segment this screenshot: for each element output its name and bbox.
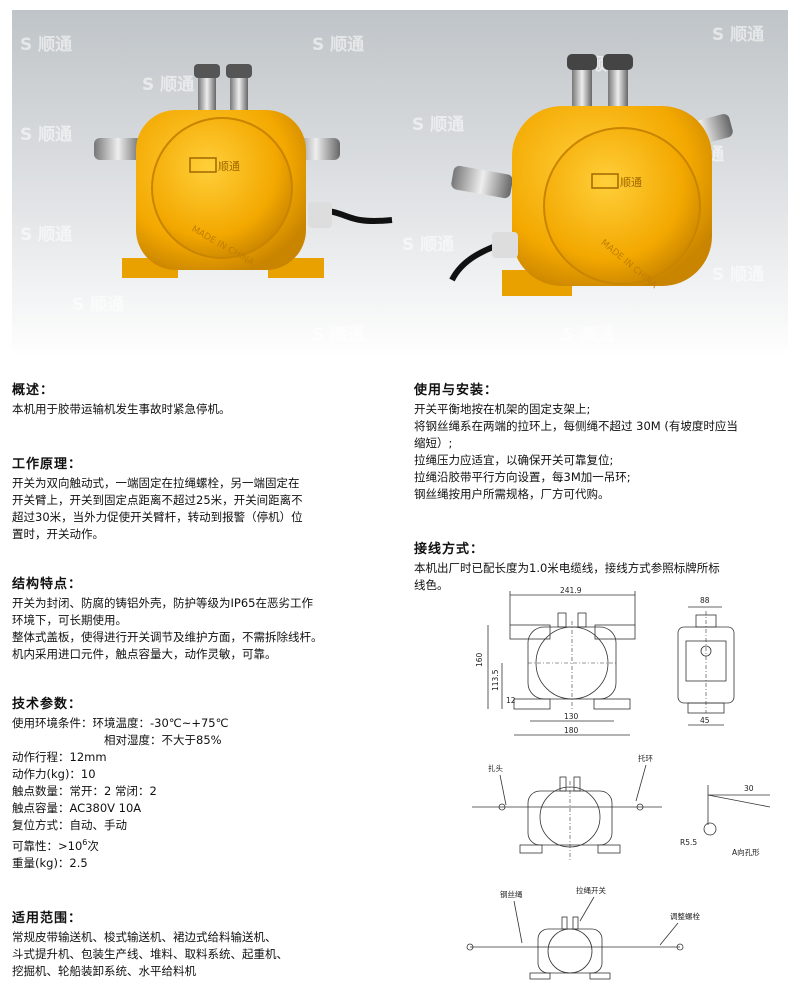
product-plate-text: 顺通: [218, 160, 240, 173]
structure-title: 结构特点：: [12, 577, 83, 592]
structure-line: 机内采用进口元件，触点容量大，动作灵敏，可靠。: [12, 647, 277, 661]
dim-inner-label: 130: [564, 712, 579, 721]
label-ring: 托环: [638, 753, 653, 763]
principle-section: 工作原理： 开关为双向触动式，一端固定在拉绳螺栓，另一端固定在 开关臂上，开关到…: [12, 456, 392, 543]
watermark: S 顺通: [142, 75, 194, 95]
watermark: S 顺通: [20, 225, 72, 245]
dim-width-label: 241.9: [560, 586, 582, 595]
principle-line: 开关臂上，开关到固定点距离不超过25米，开关间距离不: [12, 493, 303, 507]
spec-reliability: 可靠性：>10: [12, 838, 83, 853]
specs-section: 技术参数： 使用环境条件：环境温度：-30℃~+75℃ 相对湿度：不大于85% …: [12, 696, 392, 872]
structure-line: 整体式盖板，使得进行开关调节及维护方面，不需拆除线杆。: [12, 630, 323, 644]
usage-line: 钢丝绳按用户所需规格，厂方可代购。: [414, 487, 610, 501]
application-line: 斗式提升机、包装生产线、堆料、取料系统、起重机、: [12, 947, 288, 961]
application-line: 挖掘机、轮船装卸系统、水平给料机: [12, 964, 196, 978]
dim-center-label: 113.5: [491, 669, 500, 691]
structure-section: 结构特点： 开关为封闭、防腐的铸铝外壳，防护等级为IP65在恶劣工作 环境下，可…: [12, 576, 392, 663]
dim-height-label: 160: [475, 652, 484, 667]
watermark: S 顺通: [312, 35, 364, 55]
watermark: S 顺通: [712, 265, 764, 285]
principle-line: 开关为双向触动式，一端固定在拉绳螺栓，另一端固定在: [12, 476, 300, 490]
product-front: 顺通 MADE IN CHINA: [94, 64, 393, 278]
spec-env-label: 使用环境条件：: [12, 716, 93, 730]
principle-line: 超过30米，当外力促使开关臂杆，转动到报警（停机）位: [12, 510, 303, 524]
usage-line: 将钢丝绳系在两端的拉环上，每侧绳不超过 30M (有坡度时应当: [414, 419, 738, 433]
principle-line: 置时，开关动作。: [12, 527, 104, 541]
watermark: S 顺通: [402, 235, 454, 255]
label-r: R5.5: [680, 838, 697, 847]
watermark: S 顺通: [562, 325, 614, 345]
application-section: 适用范围： 常规皮带输送机、梭式输送机、裙边式给料输送机、 斗式提升机、包装生产…: [12, 910, 392, 980]
spec-contacts: 触点数量：常开：2 常闭：2: [12, 784, 157, 798]
technical-drawings: 241.9 160 113.5 12 130 180 88 45 扎头: [466, 586, 771, 980]
wiring-line: 本机出厂时已配长度为1.0米电缆线，接线方式参照标牌所标: [414, 561, 720, 575]
side-bottom-label: 45: [700, 716, 710, 725]
spec-env-humidity: 相对湿度：不大于85%: [104, 733, 222, 747]
specs-title: 技术参数：: [12, 697, 83, 712]
structure-line: 环境下，可长期使用。: [12, 613, 127, 627]
application-title: 适用范围：: [12, 911, 83, 926]
watermark: S 顺通: [412, 115, 464, 135]
product-angled: 顺通 MADE IN CHINA: [449, 54, 733, 296]
spec-env-temp: 环境温度：-30℃~+75℃: [92, 716, 229, 730]
wiring-line: 线色。: [414, 578, 449, 592]
label-bolt: 调整螺栓: [670, 911, 700, 921]
product-plate-text: 顺通: [620, 176, 642, 189]
watermark: S 顺通: [312, 325, 364, 345]
usage-line: 开关平衡地按在机架的固定支架上;: [414, 402, 591, 416]
spec-reliability-unit: 次: [87, 838, 99, 853]
usage-line: 拉绳压力应适宜，以确保开关可靠复位;: [414, 453, 614, 467]
usage-line: 拉绳沿胶带平行方向设置，每3M加一吊环;: [414, 470, 631, 484]
usage-line: 缩短）;: [414, 436, 453, 450]
spec-force: 动作力(kg)：10: [12, 767, 96, 781]
dim-bottom-label: 180: [564, 726, 579, 735]
overview-section: 概述： 本机用于胶带运输机发生事故时紧急停机。: [12, 382, 392, 418]
structure-line: 开关为封闭、防腐的铸铝外壳，防护等级为IP65在恶劣工作: [12, 596, 313, 610]
label-a-section: A向孔形: [732, 847, 760, 857]
side-top-label: 88: [700, 596, 710, 605]
label-clamp: 扎头: [488, 763, 503, 773]
label-switch: 拉绳开关: [576, 885, 606, 895]
wiring-title: 接线方式：: [414, 542, 485, 557]
front-dimension-drawing: 241.9 160 113.5 12 130 180: [475, 586, 636, 736]
watermark: S 顺通: [20, 35, 72, 55]
spec-capacity: 触点容量：AC380V 10A: [12, 801, 142, 815]
application-line: 常规皮带输送机、梭式输送机、裙边式给料输送机、: [12, 930, 277, 944]
principle-title: 工作原理：: [12, 457, 83, 472]
side-dimension-drawing: 88 45: [677, 596, 735, 726]
wiring-section: 接线方式： 本机出厂时已配长度为1.0米电缆线，接线方式参照标牌所标 线色。: [414, 541, 794, 594]
watermark: S 顺通: [20, 125, 72, 145]
spec-weight: 重量(kg)：2.5: [12, 855, 88, 870]
label-angle: 30: [744, 784, 754, 793]
a-direction-detail: 30 R5.5 A向孔形: [680, 784, 771, 857]
dim-base-label: 12: [506, 696, 516, 705]
watermark: S 顺通: [72, 295, 124, 315]
rope-layout-drawing: 钢丝绳 拉绳开关 调整螺栓: [466, 885, 700, 980]
spec-reset: 复位方式：自动、手动: [12, 818, 127, 832]
usage-section: 使用与安装： 开关平衡地按在机架的固定支架上; 将钢丝绳系在两端的拉环上，每侧绳…: [414, 382, 794, 503]
usage-title: 使用与安装：: [414, 383, 499, 398]
rope-installation-drawing: 扎头 托环: [472, 753, 662, 860]
watermark: S 顺通: [712, 25, 764, 45]
overview-title: 概述：: [12, 383, 55, 398]
spec-reliability-exp: 6: [82, 838, 88, 847]
label-rope: 钢丝绳: [500, 889, 523, 899]
spec-stroke: 动作行程：12mm: [12, 750, 107, 764]
product-photo: S 顺通 S 顺通 S 顺通 S 顺通 S 顺通 S 顺通 S 顺通 S 顺通 …: [12, 10, 788, 358]
overview-text: 本机用于胶带运输机发生事故时紧急停机。: [12, 402, 231, 416]
